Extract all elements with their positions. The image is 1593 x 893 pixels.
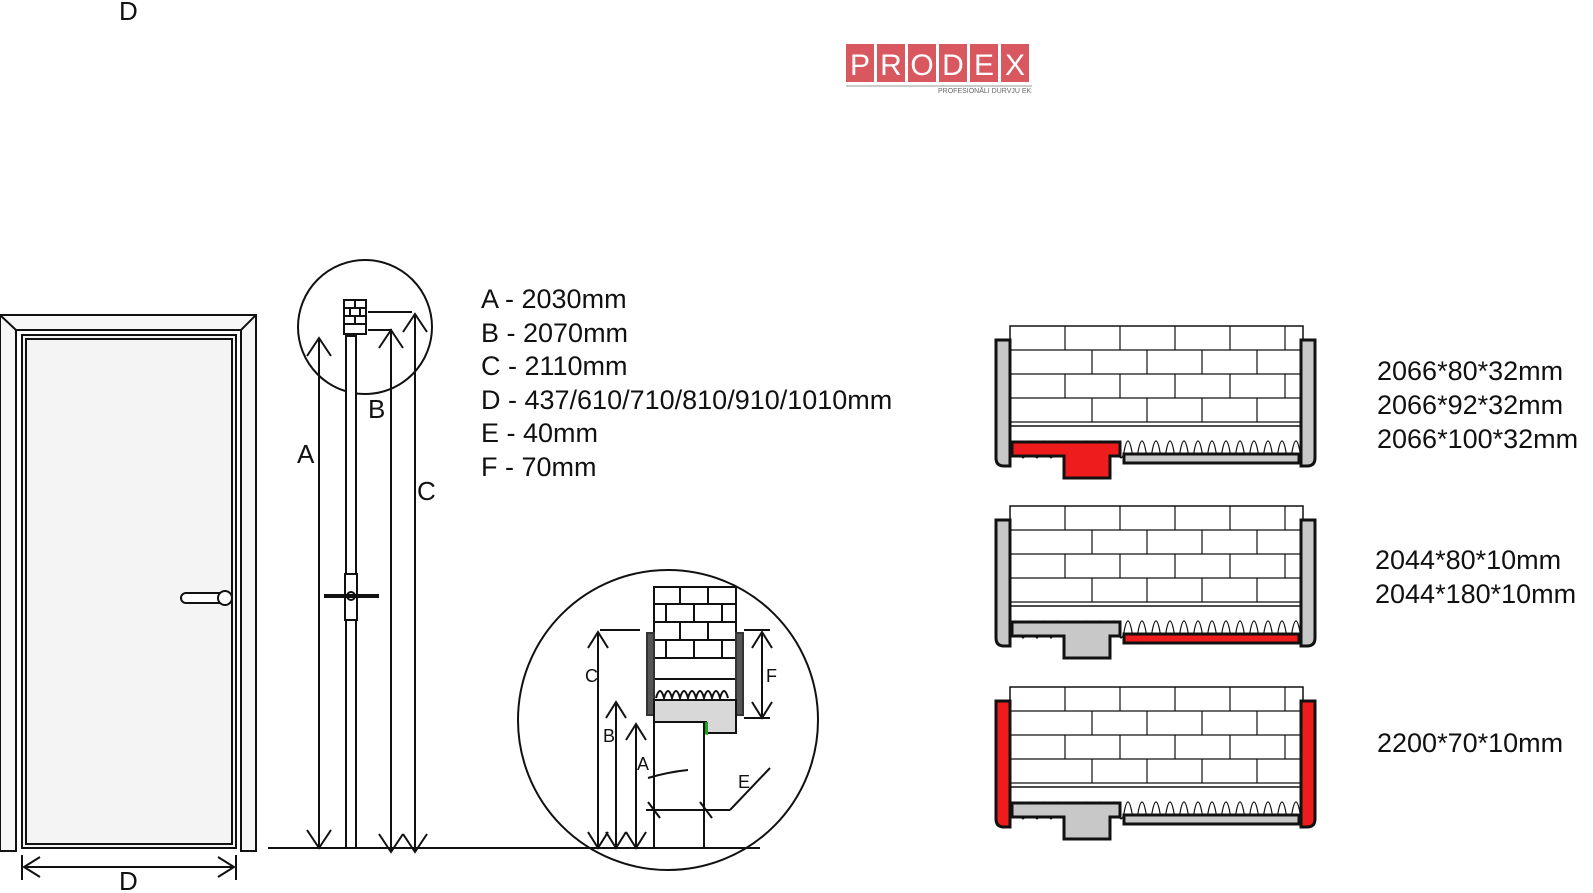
spec-c: C - 2110mm xyxy=(481,351,628,381)
back-strip xyxy=(1122,632,1301,645)
door-side-view xyxy=(268,259,760,854)
detail-label-a: A xyxy=(637,754,649,774)
logo-letter-box xyxy=(908,44,936,82)
logo-letter: E xyxy=(974,49,994,82)
profile-1-dim-1: 2066*80*32mm xyxy=(1377,356,1564,386)
detail-label-c: C xyxy=(585,666,598,686)
profile-2-dim-2: 2044*180*10mm xyxy=(1375,579,1577,609)
label-b: B xyxy=(368,394,385,424)
profile-1-dims: 2066*80*32mm 2066*92*32mm 2066*100*32mm xyxy=(1377,354,1578,456)
label-c: C xyxy=(417,476,436,506)
logo-letter-box xyxy=(877,44,905,82)
right-trim xyxy=(1299,338,1317,468)
back-strip xyxy=(1122,452,1301,465)
profile-2-dims: 2044*80*10mm 2044*180*10mm xyxy=(1375,543,1576,611)
logo-letter: O xyxy=(910,49,933,82)
profile-section-1 xyxy=(994,325,1317,480)
right-trim xyxy=(1299,518,1317,648)
profile-1-dim-3: 2066*100*32mm xyxy=(1377,424,1579,454)
logo-letter-box xyxy=(970,44,998,82)
left-trim xyxy=(994,699,1012,829)
logo-tagline: PROFESIONĀLI DURVJU EKSPERTI xyxy=(938,87,1032,95)
profile-section-3 xyxy=(994,686,1317,841)
left-trim xyxy=(994,338,1012,468)
logo-letter-box xyxy=(939,44,967,82)
door-frame-profile xyxy=(1010,620,1122,660)
detail-label-f: F xyxy=(766,666,777,686)
logo-letter-box xyxy=(846,44,874,82)
spec-a: A - 2030mm xyxy=(481,284,627,314)
profile-3-dims: 2200*70*10mm xyxy=(1377,726,1563,760)
profile-section-2 xyxy=(994,505,1317,660)
wall-block xyxy=(1009,505,1304,607)
logo-letter-box xyxy=(1001,44,1029,82)
spec-d: D - 437/610/710/810/910/1010mm xyxy=(481,384,893,415)
wall-block xyxy=(1009,686,1304,788)
logo-letter: X xyxy=(1005,49,1025,82)
spec-f: F - 70mm xyxy=(481,451,597,482)
logo-letter: D xyxy=(942,49,964,82)
right-trim xyxy=(1299,699,1317,829)
back-strip xyxy=(1122,813,1301,826)
label-a: A xyxy=(297,439,315,469)
door-frame-profile xyxy=(1010,801,1122,841)
wall-block xyxy=(1009,325,1304,427)
spec-list: A - 2030mm B - 2070mm C - 2110mm D - 437… xyxy=(481,283,892,484)
spec-b: B - 2070mm xyxy=(481,317,629,348)
door-frame-profile xyxy=(1010,440,1122,480)
logo-letter: R xyxy=(880,49,902,82)
profile-sections xyxy=(994,325,1317,841)
door-front-view xyxy=(0,314,257,880)
profile-2-dim-1: 2044*80*10mm xyxy=(1375,545,1562,575)
label-d: D xyxy=(119,866,138,893)
spec-e: E - 40mm xyxy=(481,418,599,448)
detail-label-e: E xyxy=(738,772,750,792)
left-trim xyxy=(994,518,1012,648)
detail-label-b: B xyxy=(603,726,615,746)
profile-1-dim-2: 2066*92*32mm xyxy=(1377,390,1564,420)
logo-letter: P xyxy=(850,49,870,82)
top-label-d: D xyxy=(119,0,138,26)
profile-3-dim-1: 2200*70*10mm xyxy=(1377,728,1564,758)
frame-detail-view xyxy=(517,569,819,871)
